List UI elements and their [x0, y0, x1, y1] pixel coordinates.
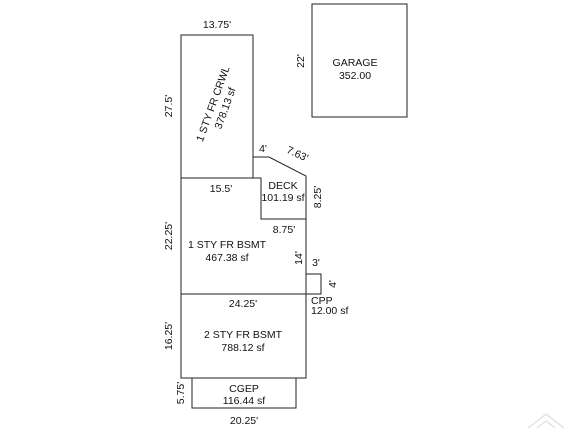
bsmt2-sf: 788.12 sf [221, 342, 264, 354]
deck-area: 4' 7.63' 8.25' DECK 101.19 sf [252, 143, 324, 220]
watermark-icon [527, 413, 565, 429]
cgep-width-dim: 20.25' [230, 415, 258, 427]
cgep-depth-dim: 5.75' [175, 382, 187, 404]
bsmt1-area: 15.5' 8.75' 22.25' 14' 1 STY FR BSMT 467… [163, 177, 307, 295]
garage-side-dim: 22' [295, 54, 307, 68]
cgep-area: 5.75' CGEP 116.44 sf 20.25' [175, 377, 297, 427]
cgep-sf: 116.44 sf [223, 395, 266, 407]
bsmt1-jog-dim: 14' [293, 251, 305, 265]
cgep-label: CGEP [229, 383, 259, 395]
deck-diag-dim: 7.63' [285, 144, 310, 164]
bsmt1-width-dim: 15.5' [210, 183, 232, 195]
bsmt1-label: 1 STY FR BSMT [188, 239, 267, 251]
bsmt1-sf: 467.38 sf [205, 252, 248, 264]
crawl-depth-dim: 27.5' [163, 95, 175, 117]
cpp-label: CPP [311, 295, 333, 307]
deck-side-dim: 8.25' [312, 186, 324, 208]
bsmt1-notch-dim: 8.75' [273, 224, 295, 236]
bsmt2-width-dim: 24.25' [229, 298, 257, 310]
bsmt2-label: 2 STY FR BSMT [204, 329, 283, 341]
cpp-width-dim: 3' [312, 257, 320, 269]
crawl-area: 13.75' 27.5' 1 STY FR CRWL 378.13 sf [163, 19, 254, 179]
bsmt2-area: 24.25' 16.25' 2 STY FR BSMT 788.12 sf [163, 293, 307, 379]
bsmt1-depth-dim: 22.25' [163, 222, 175, 250]
garage-area: GARAGE 352.00 22' [295, 3, 408, 118]
deck-label: DECK [268, 180, 297, 192]
garage-label: GARAGE [333, 57, 378, 69]
cpp-sf: 12.00 sf [311, 305, 348, 317]
deck-top-dim: 4' [259, 143, 267, 155]
cpp-depth-dim: 4' [327, 280, 339, 288]
garage-sf: 352.00 [339, 70, 371, 82]
cpp-area: 3' 4' CPP 12.00 sf [305, 257, 348, 317]
bsmt2-depth-dim: 16.25' [163, 322, 175, 350]
crawl-width-dim: 13.75' [203, 19, 231, 31]
deck-sf: 101.19 sf [261, 192, 304, 204]
